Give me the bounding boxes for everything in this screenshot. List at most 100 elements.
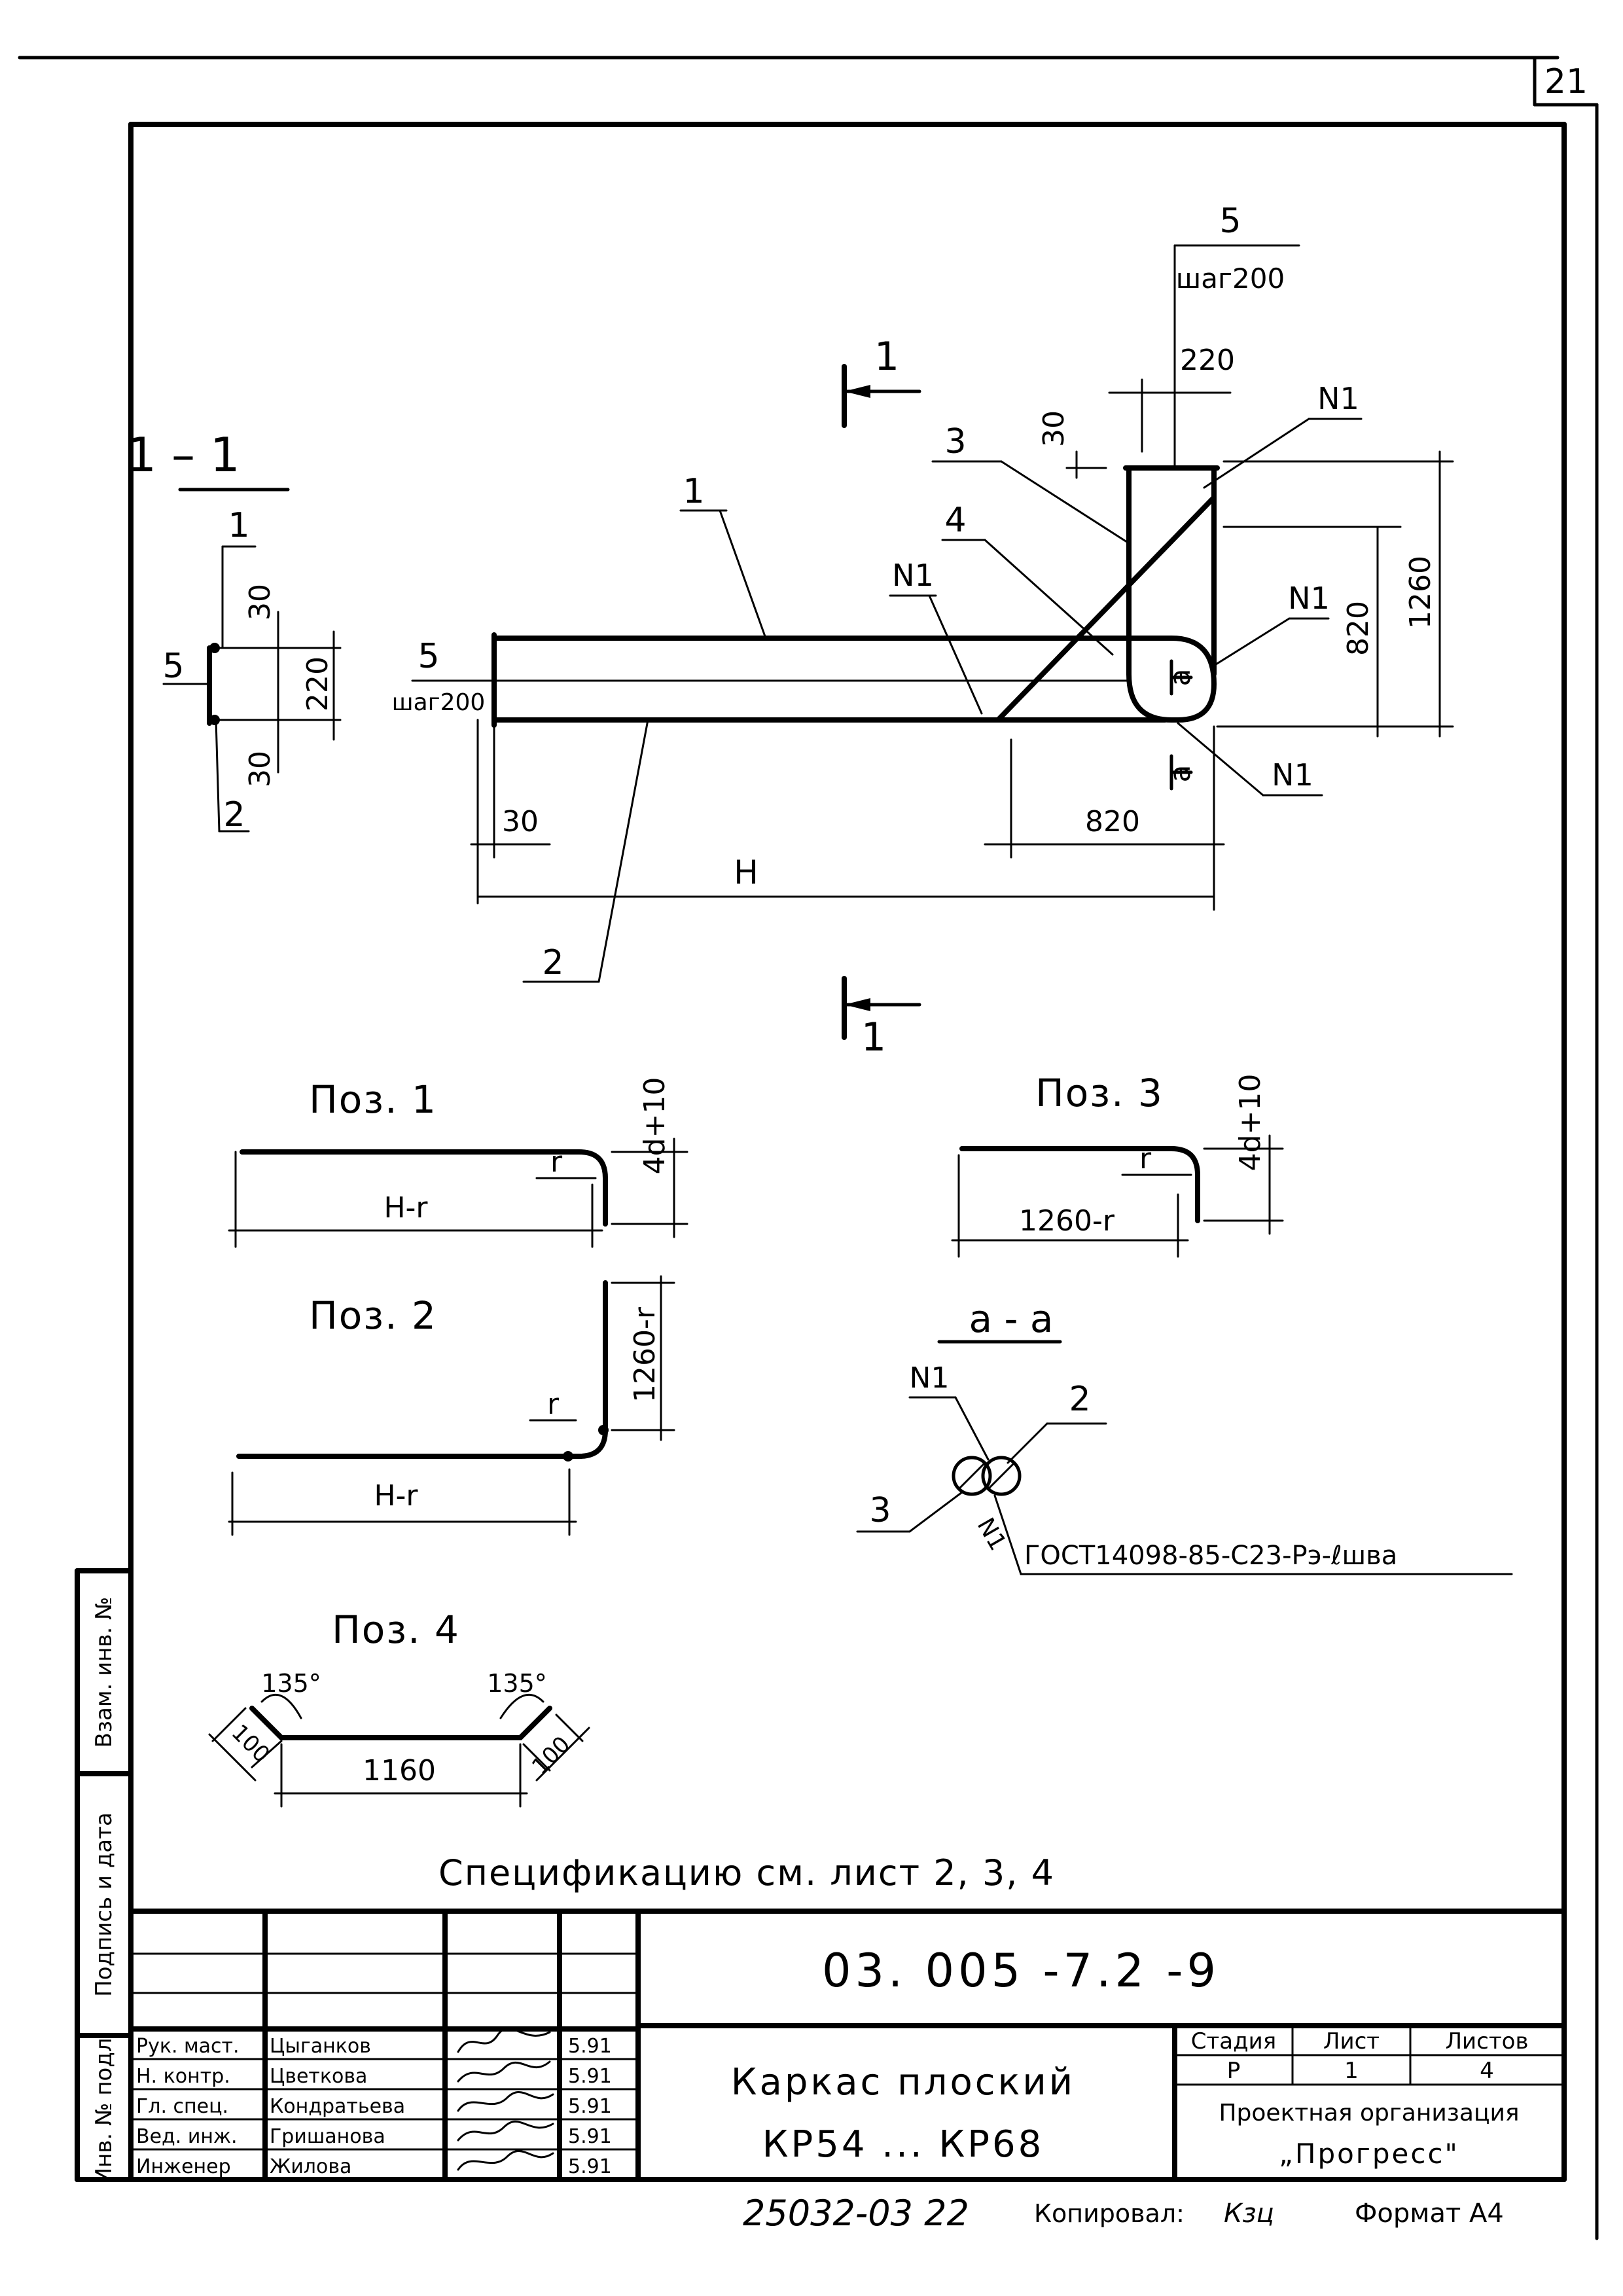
drawing-title-line2: КР54 ... КР68: [762, 2123, 1044, 2166]
section-aa-bar2: 2: [1069, 1380, 1090, 1419]
footer-copied: Копировал:: [1034, 2199, 1185, 2228]
row-name-3: Кондратьева: [270, 2095, 405, 2118]
row-role-4: Вед. инж.: [136, 2125, 238, 2148]
sheets-value: 4: [1480, 2058, 1494, 2084]
org-line1: Проектная организация: [1219, 2100, 1519, 2126]
pos3-radius: r: [1139, 1142, 1152, 1175]
section-dim-30-top: 30: [243, 584, 277, 620]
section-a-a: а - а N1 2 3 N1 ГОСТ14098-85-С23-Рэ-ℓшва: [856, 1297, 1513, 1575]
pos4-detail: Поз. 4 100 100 1160 135° 135°: [208, 1607, 590, 1808]
pos1-radius: r: [550, 1145, 563, 1179]
row-role-2: Н. контр.: [136, 2065, 230, 2088]
pos1-length: H-r: [383, 1191, 428, 1225]
pos2-detail: Поз. 2 H-r r 1260-r: [228, 1275, 675, 1536]
dim-30-left: 30: [502, 805, 539, 838]
dim-820-bottom: 820: [1085, 805, 1140, 838]
pos2-vertical: 1260-r: [628, 1306, 662, 1403]
cut-mark-bottom-label: 1: [861, 1014, 886, 1060]
dim-30-top: 30: [1037, 410, 1071, 447]
pos3-title: Поз. 3: [1035, 1071, 1164, 1115]
sheets-header: Листов: [1445, 2028, 1528, 2054]
sheet-value: 1: [1344, 2058, 1359, 2084]
pos4-length: 1160: [363, 1754, 436, 1787]
row-date-1: 5.91: [568, 2035, 612, 2058]
sheet-header: Лист: [1323, 2028, 1380, 2054]
main-pos5-left: 5: [418, 637, 439, 676]
section-aa-gost: ГОСТ14098-85-С23-Рэ-ℓшва: [1024, 1541, 1397, 1571]
pos4-side-right: 100: [527, 1731, 575, 1780]
row-name-1: Цыганков: [270, 2035, 371, 2058]
doc-code: 03. 005 -7.2 -9: [822, 1944, 1220, 1998]
section-mark-a-bottom: a: [1164, 765, 1197, 783]
drawing-title-line1: Каркас плоский: [731, 2061, 1075, 2104]
row-role-3: Гл. спец.: [136, 2095, 228, 2118]
footer: 25032-03 22 Копировал: Кзц Формат А4: [743, 2193, 1504, 2234]
section-aa-weld-rot: N1: [972, 1513, 1011, 1555]
pos1-title: Поз. 1: [309, 1077, 437, 1122]
pos3-detail: Поз. 3 1260-r r 4d+10: [951, 1071, 1284, 1258]
pos2-length: H-r: [374, 1479, 418, 1513]
section-aa-title: а - а: [969, 1297, 1054, 1341]
row-date-2: 5.91: [568, 2065, 612, 2088]
section-dim-220: 220: [301, 656, 334, 711]
sheet-number: 21: [1544, 62, 1588, 101]
dim-1260-right: 1260: [1404, 556, 1437, 629]
row-name-5: Жилова: [270, 2155, 351, 2178]
main-pos4: 4: [944, 501, 966, 540]
weld-label-right: N1: [1288, 581, 1330, 616]
stage-header: Стадия: [1191, 2028, 1276, 2054]
section-label: 1 – 1: [126, 427, 240, 482]
section-aa-weld: N1: [910, 1361, 950, 1395]
main-pos1: 1: [683, 472, 704, 511]
row-role-5: Инженер: [136, 2155, 231, 2178]
main-pos3: 3: [944, 422, 966, 461]
org-line2: „Прогресс": [1279, 2138, 1459, 2170]
row-role-1: Рук. маст.: [136, 2035, 240, 2058]
stamp-replace-inv: Взам. инв. №: [91, 1597, 117, 1748]
stamp-inv-original: Инв. № подл.: [91, 2031, 117, 2185]
pos1-detail: Поз. 1 H-r r 4d+10: [228, 1077, 688, 1248]
pos4-angle-left: 135°: [261, 1669, 321, 1698]
row-name-2: Цветкова: [270, 2065, 367, 2088]
row-name-4: Гришанова: [270, 2125, 385, 2148]
weld-label-bottom: N1: [1272, 757, 1313, 793]
section-pos2: 2: [223, 795, 245, 834]
section-aa-bar3: 3: [869, 1491, 891, 1530]
pos4-title: Поз. 4: [332, 1607, 460, 1652]
cut-mark-top-label: 1: [874, 334, 899, 380]
section-pos5: 5: [162, 647, 184, 686]
section-mark-a-top: a: [1164, 669, 1197, 687]
stamp-signature-date: Подпись и дата: [91, 1812, 117, 1997]
footer-format: Формат А4: [1355, 2198, 1504, 2229]
weld-label-left: N1: [892, 558, 934, 593]
pos4-angle-right: 135°: [487, 1669, 547, 1698]
pos1-hook: 4d+10: [638, 1077, 671, 1175]
section-pos1: 1: [228, 506, 249, 545]
section-1-1: 1 – 1 1 2 5 30 220 30: [126, 427, 342, 834]
row-date-3: 5.91: [568, 2095, 612, 2118]
sheet-frame: [18, 56, 1599, 2240]
main-pos5-top: 5: [1219, 202, 1241, 241]
row-date-5: 5.91: [568, 2155, 612, 2178]
spec-note: Спецификацию см. лист 2, 3, 4: [438, 1852, 1055, 1893]
footer-number: 25032-03 22: [743, 2193, 969, 2234]
main-view: 1 1 1 2 3 4 5 шаг200 5 шаг2: [392, 202, 1454, 1060]
pos3-length: 1260-r: [1019, 1204, 1115, 1238]
pos3-hook: 4d+10: [1234, 1074, 1267, 1172]
main-step-top: шаг200: [1176, 262, 1285, 295]
pos2-radius: r: [547, 1388, 560, 1421]
main-pos2: 2: [542, 943, 563, 982]
main-step-left: шаг200: [392, 689, 486, 716]
footer-copied-sign: Кзц: [1224, 2198, 1274, 2229]
dim-220-top: 220: [1180, 344, 1235, 377]
signatures: [457, 2027, 554, 2171]
dim-H: H: [734, 853, 758, 891]
pos2-title: Поз. 2: [309, 1293, 437, 1338]
dim-820-right: 820: [1342, 601, 1375, 656]
section-dim-30-bottom: 30: [243, 751, 277, 787]
row-date-4: 5.91: [568, 2125, 612, 2148]
title-block: 03. 005 -7.2 -9 Каркас плоский КР54 ... …: [128, 1909, 1567, 2182]
weld-label-top: N1: [1317, 381, 1359, 416]
side-stamp: Взам. инв. № Подпись и дата Инв. № подл.: [75, 1568, 134, 2185]
